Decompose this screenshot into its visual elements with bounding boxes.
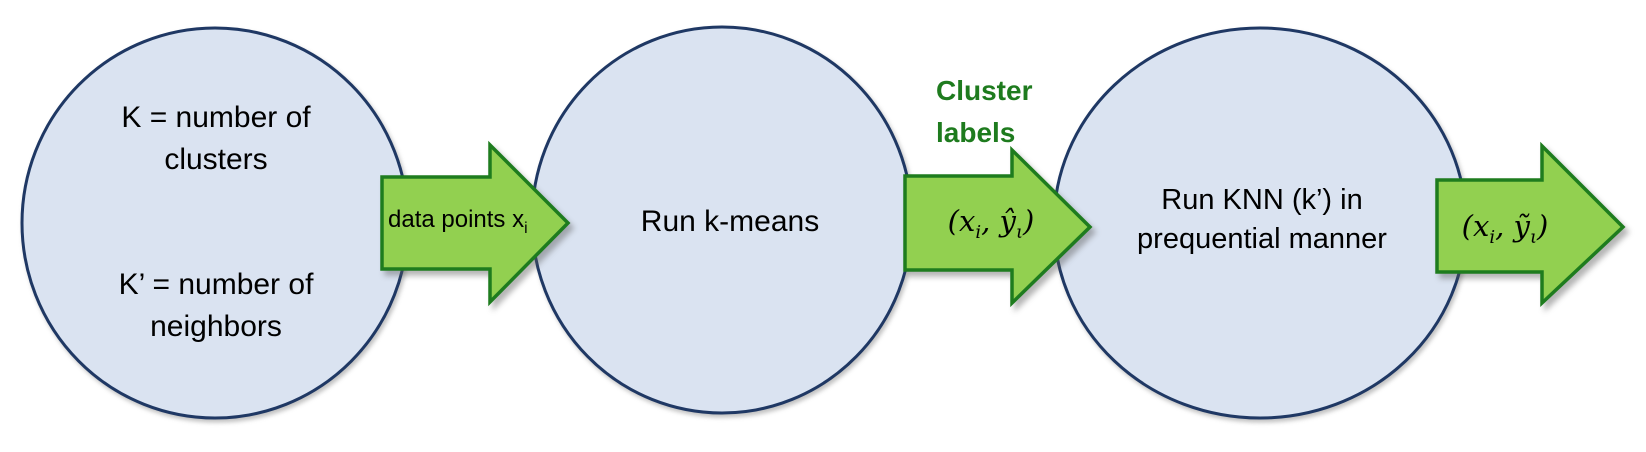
math3-x: x (1473, 209, 1490, 243)
math2-y-subscript: ι (1015, 221, 1023, 243)
parameters-neighbors-text: K’ = number of neighbors (58, 264, 374, 348)
parameters-clusters-line1: K = number of (121, 101, 311, 134)
arrow-data-points (380, 140, 571, 307)
data-points-subscript: i (524, 219, 528, 237)
cluster-labels-line1: Cluster (936, 75, 1033, 106)
math2-open-paren: ( (947, 204, 959, 238)
math3-open-paren: ( (1461, 209, 1473, 243)
knn-node-label: Run KNN (k’) in prequential manner (1080, 181, 1444, 259)
math3-y-subscript: ι (1529, 226, 1537, 248)
node-parameters-circle (20, 26, 410, 420)
data-points-text: data points x (388, 206, 525, 233)
kmeans-node-label: Run k-means (640, 205, 820, 238)
math2-comma: , (981, 204, 1000, 238)
math3-x-subscript: i (1489, 226, 1496, 248)
cluster-labels-math: (xi, ŷι) (908, 201, 1074, 253)
cluster-labels-annotation: Cluster labels (936, 70, 1032, 154)
math3-close-paren: ) (1536, 209, 1549, 243)
math2-y-hat: ŷ (999, 204, 1016, 238)
predictions-math: (xi, ỹι) (1422, 206, 1588, 258)
math2-x: x (959, 204, 976, 238)
arrow-predictions (1435, 141, 1626, 308)
parameters-neighbors-line2: neighbors (150, 310, 282, 343)
arrow-cluster-labels (903, 145, 1093, 308)
knn-node-line2: prequential manner (1137, 223, 1387, 255)
parameters-neighbors-line1: K’ = number of (118, 268, 314, 301)
math3-comma: , (1495, 209, 1514, 243)
math2-x-subscript: i (975, 221, 982, 243)
knn-node-line1: Run KNN (k’) in (1161, 184, 1363, 216)
data-points-arrow-label: data points xi (388, 207, 528, 242)
parameters-clusters-line2: clusters (164, 143, 268, 176)
math2-close-paren: ) (1022, 204, 1035, 238)
parameters-clusters-text: K = number of clusters (58, 97, 374, 181)
math3-y-tilde: ỹ (1513, 209, 1530, 243)
cluster-labels-line2: labels (936, 117, 1016, 148)
